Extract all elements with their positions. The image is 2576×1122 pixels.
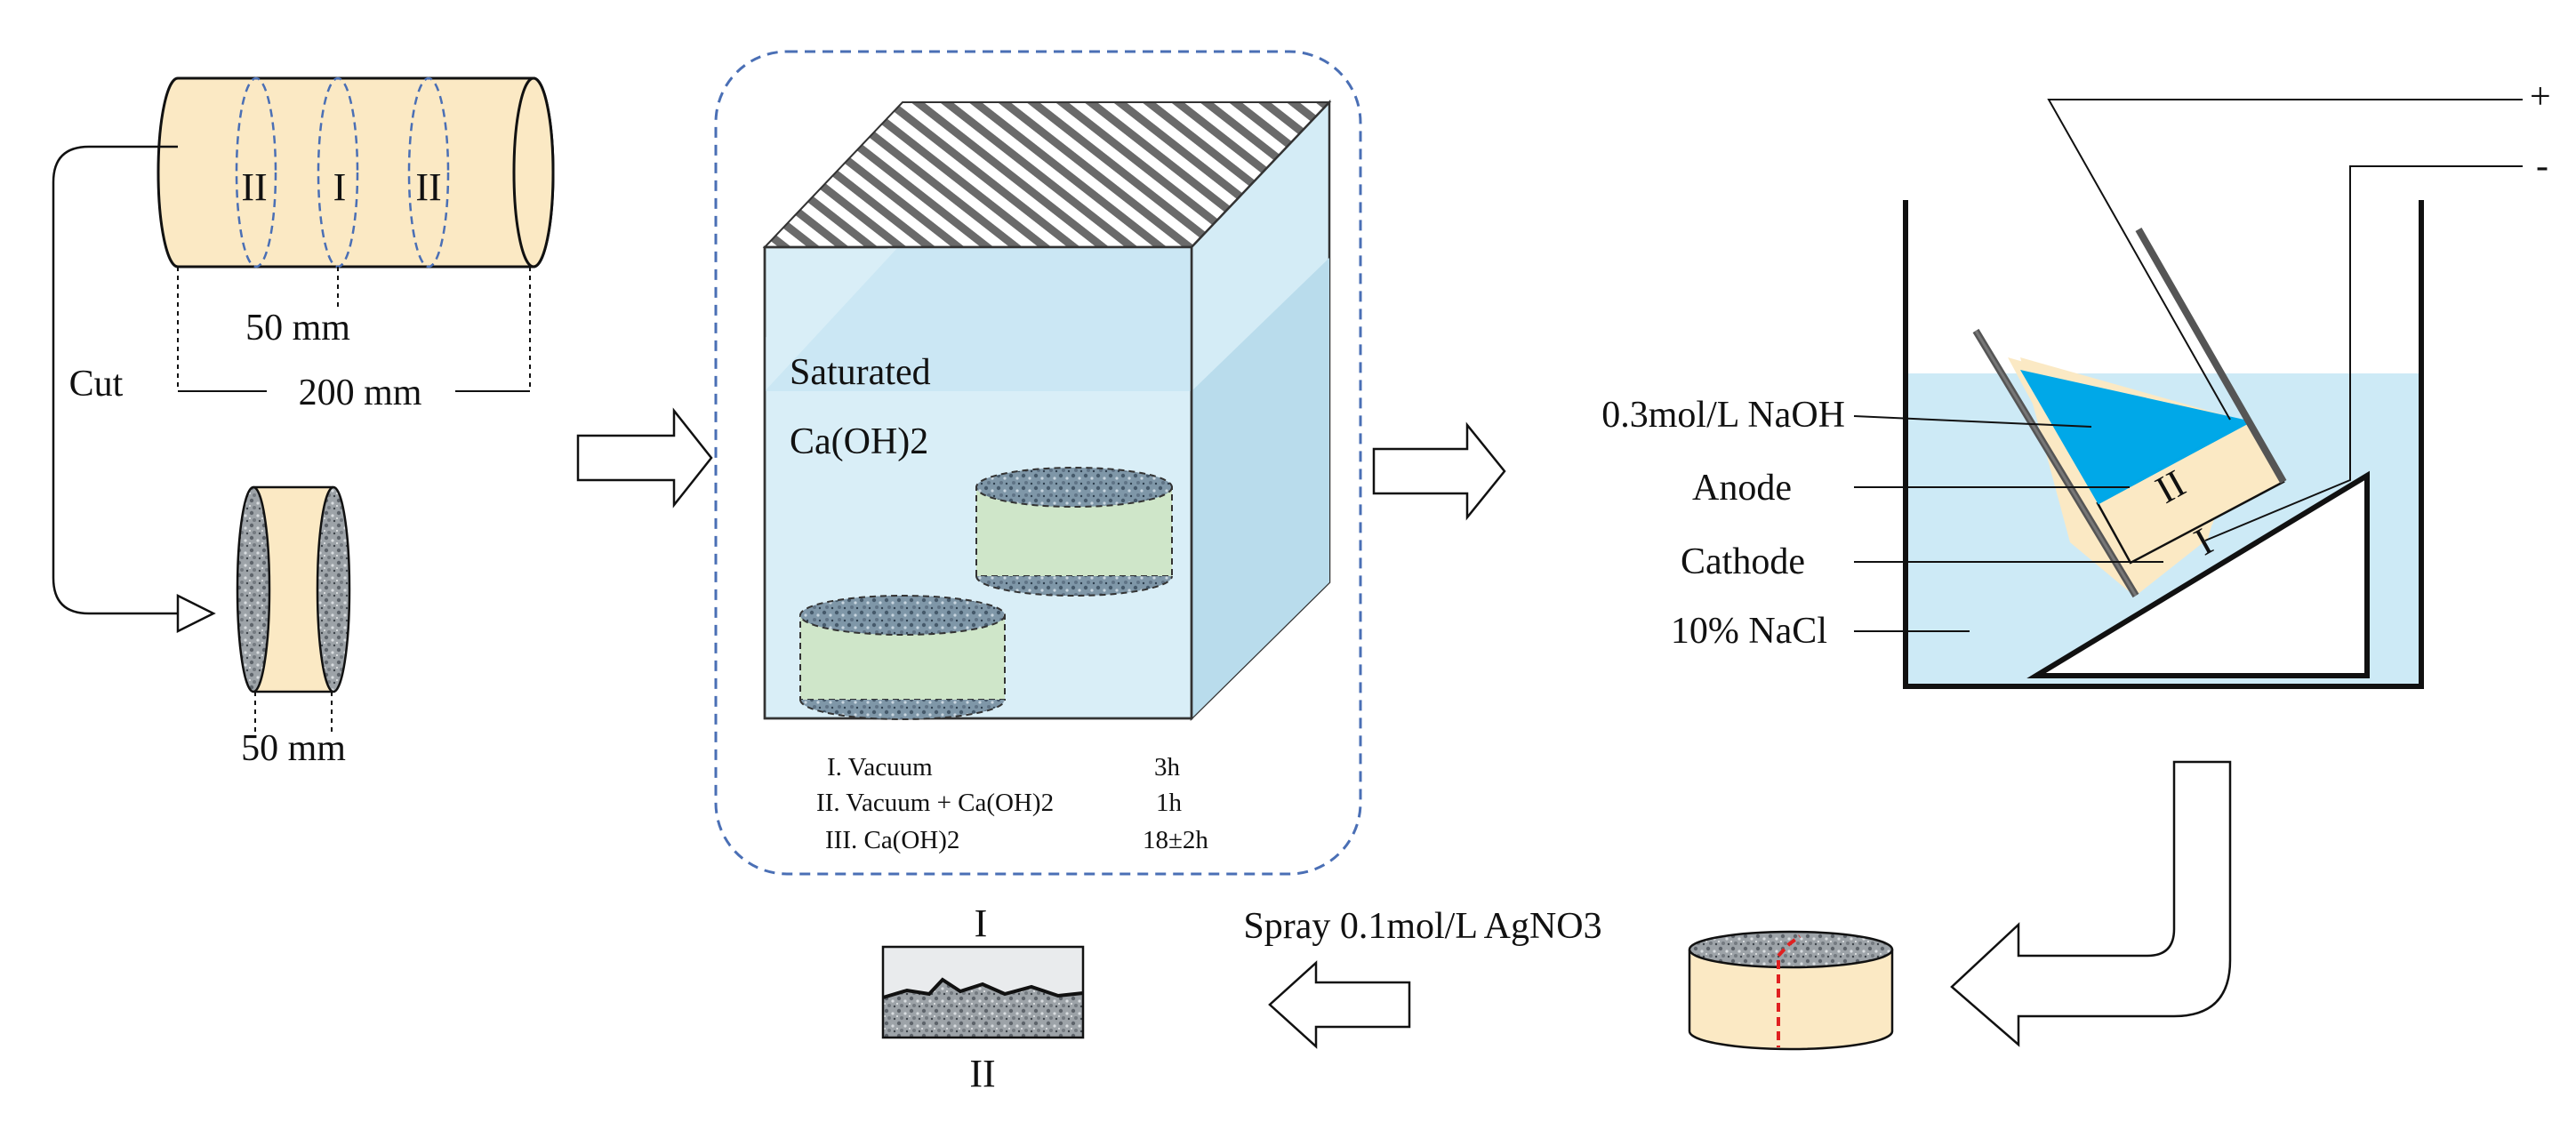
specimen-lower-bottom-face xyxy=(799,699,1006,720)
specimen-upper-top-face xyxy=(975,467,1173,508)
chloride-penetration-front xyxy=(882,977,1084,999)
split-face-label-bottom: II xyxy=(969,1052,995,1095)
naoh-reservoir xyxy=(2020,370,2250,503)
naoh-label: 0.3mol/L NaOH xyxy=(1601,395,1845,436)
cathode-wire xyxy=(2204,165,2523,541)
concrete-cylinder xyxy=(156,76,555,268)
split-specimen-top-face xyxy=(1688,930,1894,969)
cell-wall-left-highlight xyxy=(1974,330,2138,597)
step-1-time: 3h xyxy=(1154,753,1181,781)
tank-side-water xyxy=(1192,258,1329,718)
anode-label: Anode xyxy=(1692,468,1792,509)
spray-label: Spray 0.1mol/L AgNO3 xyxy=(1243,906,1601,947)
water-surface xyxy=(765,247,1192,391)
split-face-label-top: I xyxy=(975,902,988,945)
stage2-saturation-group: Saturated Ca(OH)2 I. Vacuum 3h II. Vacuu… xyxy=(714,50,1362,876)
specimen-top-edge xyxy=(2097,420,2251,505)
slice-dim-label: 50 mm xyxy=(241,728,346,769)
step-3-label: III. Ca(OH)2 xyxy=(825,826,959,854)
naoh-leader xyxy=(1853,415,2092,428)
step-2-label: II. Vacuum + Ca(OH)2 xyxy=(816,789,1054,817)
cut-arrowhead xyxy=(176,593,216,634)
step-1-label: I. Vacuum xyxy=(827,753,933,781)
nacl-label: 10% NaCl xyxy=(1671,611,1827,652)
stage3-migration-cell-group: II I + - 0.3mol/L NaOH Anode Cathode 10%… xyxy=(1601,76,2551,689)
anode-wire xyxy=(2047,99,2523,421)
outer-container xyxy=(1903,200,2424,689)
negative-terminal: - xyxy=(2536,146,2548,187)
section-label-right: II xyxy=(415,165,441,209)
solution-label-line1: Saturated xyxy=(790,352,931,393)
cathode-label: Cathode xyxy=(1681,541,1805,582)
positive-terminal: + xyxy=(2530,76,2551,117)
arrow-to-result xyxy=(1268,960,1411,1049)
split-specimen-group xyxy=(1688,930,1894,1051)
slice-face-right xyxy=(316,485,351,693)
cut-label: Cut xyxy=(69,364,124,405)
dim-50mm-label: 50 mm xyxy=(245,308,350,349)
inclined-support xyxy=(2026,470,2370,678)
cut-connector-line xyxy=(52,145,178,615)
split-specimen-bottom xyxy=(1688,1030,1894,1051)
section-label-left: II xyxy=(241,165,267,209)
dim-200mm-label: 200 mm xyxy=(299,373,422,413)
specimen-upper-bottom-face xyxy=(975,575,1173,597)
cylinder-end-face xyxy=(512,76,555,268)
red-split-mark-top xyxy=(1777,934,1802,958)
arrow-to-saturation xyxy=(576,407,713,509)
section-label-mid: I xyxy=(333,165,347,209)
saturation-dashed-frame xyxy=(714,50,1362,876)
section-boundary-right xyxy=(407,76,450,268)
cell-wall-right xyxy=(2135,228,2287,484)
stage4-result-group: I II xyxy=(881,902,1085,1095)
step-3-time: 18±2h xyxy=(1143,826,1208,854)
section-boundary-left xyxy=(235,76,277,268)
solution-label-line2: Ca(OH)2 xyxy=(790,421,928,462)
arrow-to-split-specimen xyxy=(1950,760,2232,1047)
split-face-upper xyxy=(883,947,1083,998)
step-2-time: 1h xyxy=(1156,789,1183,817)
stage1-cylinder-group: II I II 50 mm 200 mm Cut 50 mm xyxy=(52,76,555,769)
specimen-lower-top-face xyxy=(799,595,1006,636)
slice-face-left xyxy=(236,485,271,693)
arrow-to-migration-test xyxy=(1372,421,1506,521)
split-face-frame xyxy=(881,945,1085,1039)
tank-front-outline xyxy=(763,245,1193,720)
